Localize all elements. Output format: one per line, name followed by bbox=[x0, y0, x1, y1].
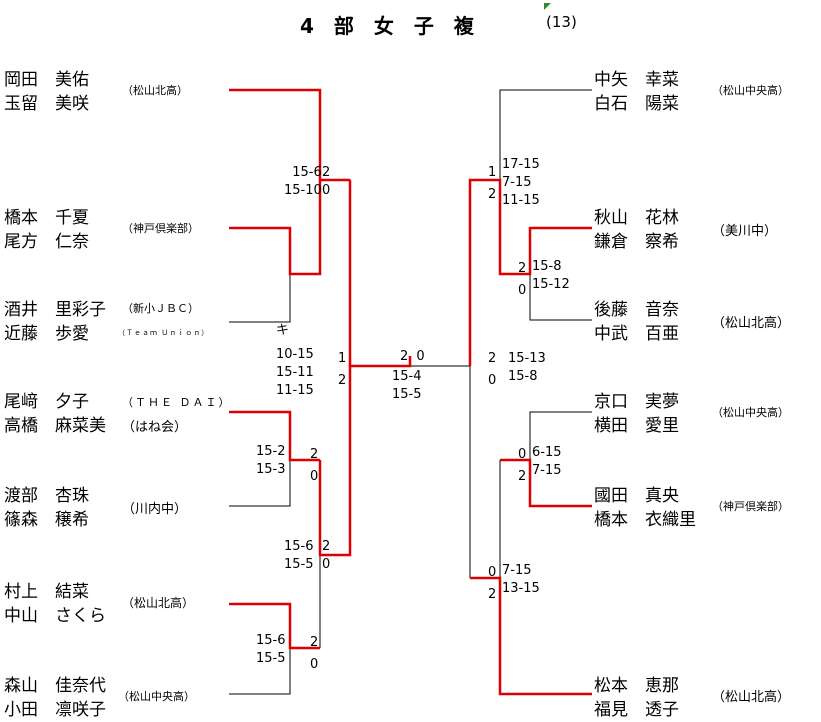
team-left-4: （ＴＨＥ ＤＡＩ） bbox=[122, 396, 232, 409]
score-r-r2: 15-8 15-12 bbox=[532, 259, 570, 292]
team-right-4: （松山中央高） bbox=[712, 406, 789, 419]
sets-l-r3: 2 0 bbox=[310, 447, 319, 484]
player-right-3: 後藤 音奈 中武 百亜 bbox=[594, 300, 679, 344]
sets-l-r1: 2 0 bbox=[322, 165, 331, 198]
sets-l-r4: 2 0 bbox=[322, 539, 331, 572]
score-r-r3: 6-15 7-15 bbox=[532, 445, 562, 478]
walkover-mark: キ bbox=[276, 323, 290, 338]
score-l-r2: 10-15 15-11 11-15 bbox=[276, 347, 314, 398]
sets-r-semi: 2 0 bbox=[488, 351, 497, 388]
player-left-7: 森山 佳奈代 小田 凛咲子 bbox=[4, 676, 106, 720]
sets-r-r2: 2 0 bbox=[518, 261, 527, 298]
win-l-final bbox=[318, 356, 412, 557]
team-left-1: （松山北高） bbox=[122, 84, 188, 97]
team-right-1: （松山中央高） bbox=[712, 84, 789, 97]
win-l-ozaki bbox=[229, 410, 320, 462]
player-left-6: 村上 結菜 中山 さくら bbox=[4, 582, 106, 626]
score-r-r4: 7-15 13-15 bbox=[502, 563, 540, 596]
player-right-2: 秋山 花林 鎌倉 察希 bbox=[594, 208, 679, 252]
win-l-murakami bbox=[229, 602, 320, 650]
score-l-r1: 15-6 15-10 bbox=[284, 165, 322, 198]
sets-l-r5: 2 0 bbox=[310, 635, 319, 672]
corner-marker-icon bbox=[544, 3, 551, 10]
title-count: (13) bbox=[546, 13, 577, 31]
team-left-2: （神戸倶楽部） bbox=[122, 222, 199, 235]
win-r-matsumoto bbox=[470, 576, 592, 696]
score-r-r1: 17-15 7-15 11-15 bbox=[502, 157, 540, 208]
score-r-semi: 15-13 15-8 bbox=[508, 351, 546, 384]
final-scores: 15-4 15-5 bbox=[392, 369, 422, 402]
team-right-3: （松山北高） bbox=[712, 316, 791, 331]
sets-l-r2: 1 2 bbox=[338, 351, 347, 388]
sets-r-r4: 0 2 bbox=[488, 565, 497, 602]
player-left-4: 尾﨑 夕子 高橋 麻菜美 bbox=[4, 392, 106, 436]
team-right-6: （松山北高） bbox=[712, 690, 791, 705]
score-l-r5: 15-6 15-5 bbox=[256, 633, 286, 666]
line-l-sakai bbox=[229, 273, 320, 323]
sets-r-r1: 1 2 bbox=[488, 165, 497, 202]
page-title: 4 部 女 子 複 bbox=[300, 14, 474, 38]
team-left-5: （川内中） bbox=[122, 502, 188, 517]
win-l-hashimoto bbox=[229, 180, 322, 276]
player-right-5: 國田 真央 橋本 衣織里 bbox=[594, 486, 696, 530]
player-left-1: 岡田 美佑 玉留 美咲 bbox=[4, 70, 89, 114]
sets-r-r3: 0 2 bbox=[518, 447, 527, 484]
team-left-3b: （Ｔｅａｍ Ｕｎｉｏｎ） bbox=[118, 329, 210, 337]
win-r-kunida bbox=[500, 458, 592, 508]
line-l-r2-top bbox=[320, 179, 410, 367]
final-sets: 2 0 bbox=[400, 349, 427, 364]
score-l-r4: 15-6 15-5 bbox=[284, 539, 314, 572]
player-right-1: 中矢 幸菜 白石 陽菜 bbox=[594, 70, 679, 114]
score-l-r3: 15-2 15-3 bbox=[256, 444, 286, 477]
player-right-6: 松本 恵那 福見 透子 bbox=[594, 676, 679, 720]
team-right-5: （神戸倶楽部） bbox=[712, 500, 789, 513]
player-left-2: 橋本 千夏 尾方 仁奈 bbox=[4, 208, 89, 252]
team-left-3: （新小ＪＢＣ） bbox=[122, 302, 199, 315]
win-r-akiyama bbox=[468, 178, 592, 366]
win-l-okada bbox=[229, 88, 350, 182]
team-left-6: （松山北高） bbox=[122, 596, 195, 610]
team-left-4b: （はね会） bbox=[122, 420, 188, 435]
team-right-2: （美川中） bbox=[712, 224, 778, 239]
player-left-3: 酒井 里彩子 近藤 歩愛 bbox=[4, 300, 106, 344]
player-left-5: 渡部 杏珠 篠森 穣希 bbox=[4, 486, 89, 530]
team-left-7: （松山中央高） bbox=[118, 690, 195, 703]
player-right-4: 京口 実夢 横田 愛里 bbox=[594, 392, 679, 436]
